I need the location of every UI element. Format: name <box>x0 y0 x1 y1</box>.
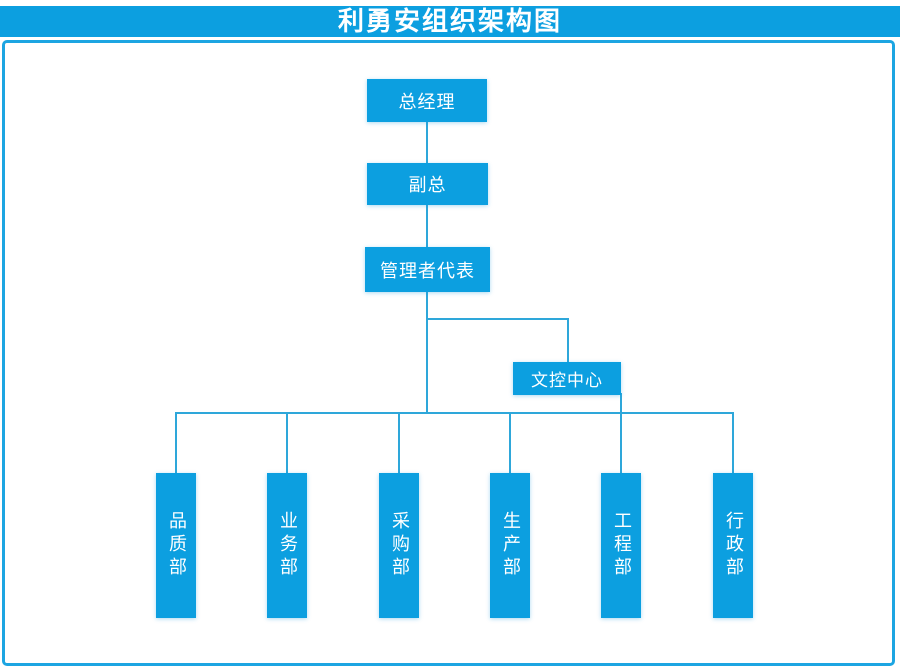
dept-label-admin: 行政部 <box>723 511 744 580</box>
dept-label-engineering: 工程部 <box>611 511 632 580</box>
node-general-manager: 总经理 <box>367 79 487 122</box>
connector-drop-quality <box>175 412 177 474</box>
node-dept-engineering: 工程部 <box>601 473 641 618</box>
connector-distribution-line <box>175 412 734 414</box>
connector-rep-to-distribution <box>426 291 428 414</box>
connector-drop-admin <box>732 412 734 474</box>
connector-drop-engineering <box>620 393 622 474</box>
content-frame <box>2 40 895 666</box>
node-dept-business: 业务部 <box>267 473 307 618</box>
dept-label-production: 生产部 <box>500 511 521 580</box>
connector-drop-production <box>509 412 511 474</box>
dept-label-business: 业务部 <box>277 511 298 580</box>
node-dept-quality: 品质部 <box>156 473 196 618</box>
connector-doc-branch-vertical <box>567 318 569 364</box>
node-management-representative: 管理者代表 <box>365 247 490 292</box>
dept-label-quality: 品质部 <box>166 511 187 580</box>
connector-doc-branch-horizontal <box>427 318 568 320</box>
node-dept-production: 生产部 <box>490 473 530 618</box>
node-deputy-general-manager: 副总 <box>367 163 488 205</box>
connector-drop-purchasing <box>398 412 400 474</box>
connector-drop-business <box>286 412 288 474</box>
node-dept-admin: 行政部 <box>713 473 753 618</box>
connector-gm-to-deputy <box>426 121 428 164</box>
node-dept-purchasing: 采购部 <box>379 473 419 618</box>
connector-deputy-to-rep <box>426 204 428 248</box>
title-bar: 利勇安组织架构图 <box>0 6 900 37</box>
page-title: 利勇安组织架构图 <box>337 6 562 37</box>
dept-label-purchasing: 采购部 <box>389 511 410 580</box>
node-doc-control-center: 文控中心 <box>513 362 621 395</box>
